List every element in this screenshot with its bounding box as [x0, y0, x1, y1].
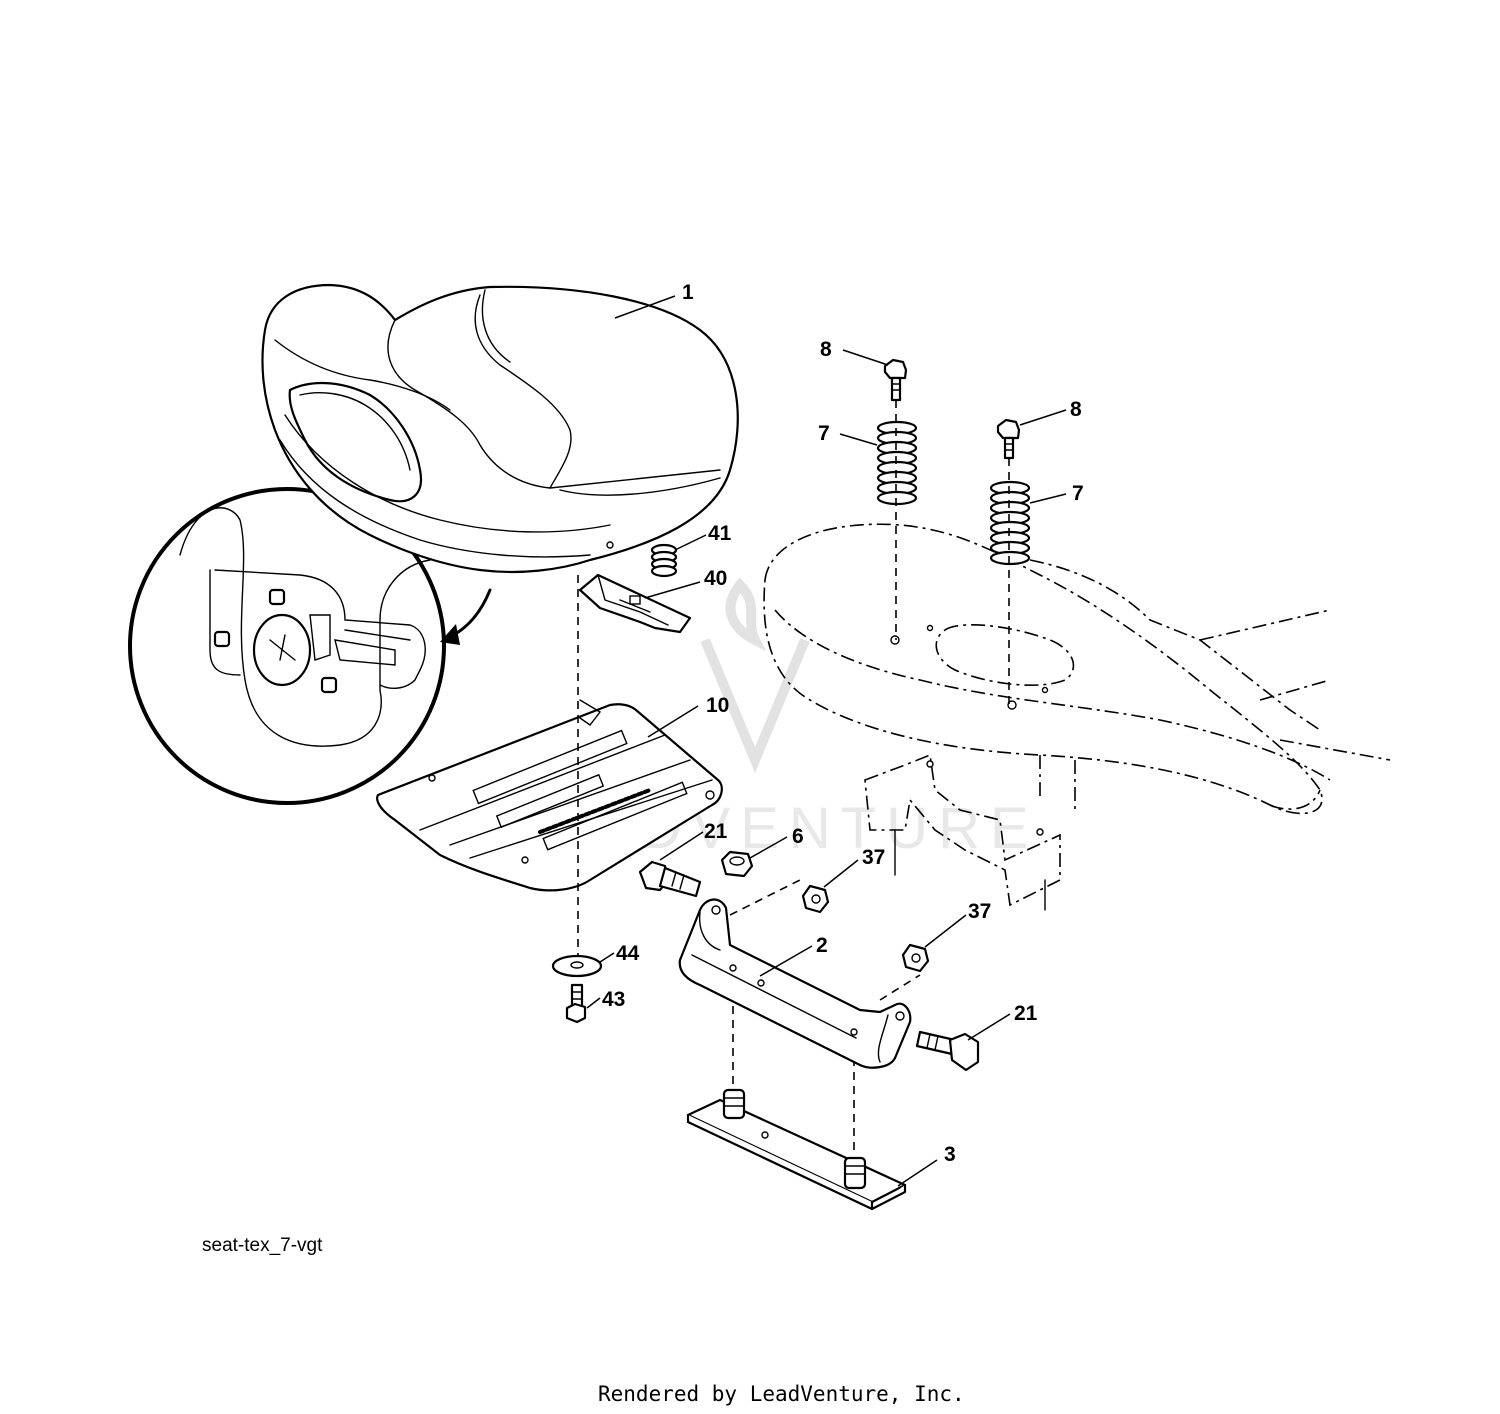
callout-8-right: 8	[1070, 398, 1082, 421]
callout-41: 41	[708, 522, 732, 545]
spring-part-7-left	[876, 420, 918, 506]
latch-bracket-part-40	[578, 573, 692, 634]
callout-44: 44	[616, 942, 640, 965]
bolt-part-43	[565, 983, 587, 1024]
figure-id: seat-tex_7-vgt	[202, 1235, 323, 1256]
nut-part-6	[720, 850, 754, 878]
bolt-part-21-lower	[915, 1030, 980, 1072]
detail-callout-arrow	[440, 588, 492, 645]
spring-part-7-right	[989, 480, 1031, 566]
base-plate-part-3	[686, 1088, 907, 1211]
seat-latch-detail-view	[128, 487, 446, 805]
washer-part-44	[551, 954, 603, 978]
callout-6: 6	[792, 825, 804, 848]
watermark-logo	[700, 577, 810, 773]
bolt-part-21-upper	[638, 860, 702, 898]
callout-3: 3	[944, 1143, 956, 1166]
callout-8-left: 8	[820, 338, 832, 361]
chassis-frame-outline	[763, 523, 1391, 815]
seat-bracket-part-2	[678, 898, 912, 1069]
nut-part-37-upper	[801, 884, 830, 914]
callout-2: 2	[816, 934, 828, 957]
callout-1: 1	[682, 281, 694, 304]
callout-7-left: 7	[818, 422, 830, 445]
callout-21-upper: 21	[704, 820, 728, 843]
callout-37-lower: 37	[968, 900, 991, 923]
bolt-part-8-right	[996, 418, 1021, 460]
seat-part-1	[261, 283, 739, 574]
spring-part-41	[650, 543, 678, 578]
callout-21-lower: 21	[1014, 1002, 1038, 1025]
callout-37-upper: 37	[862, 846, 885, 869]
seat-pan-part-10	[376, 699, 723, 892]
footer-credit: Rendered by LeadVenture, Inc.	[598, 1382, 965, 1406]
callout-leaders	[586, 295, 1067, 1187]
callout-40: 40	[704, 567, 727, 590]
frame-mount-bracket	[864, 753, 1061, 911]
bolt-part-8-left	[883, 358, 908, 402]
callout-43: 43	[602, 988, 625, 1011]
nut-part-37-lower	[901, 943, 930, 973]
callout-10: 10	[706, 694, 729, 717]
callout-7-right: 7	[1072, 482, 1084, 505]
callout-labels: 1 8 8 7 7 41 40 10 21 6 37 37 2 44 43 21…	[602, 281, 1084, 1166]
